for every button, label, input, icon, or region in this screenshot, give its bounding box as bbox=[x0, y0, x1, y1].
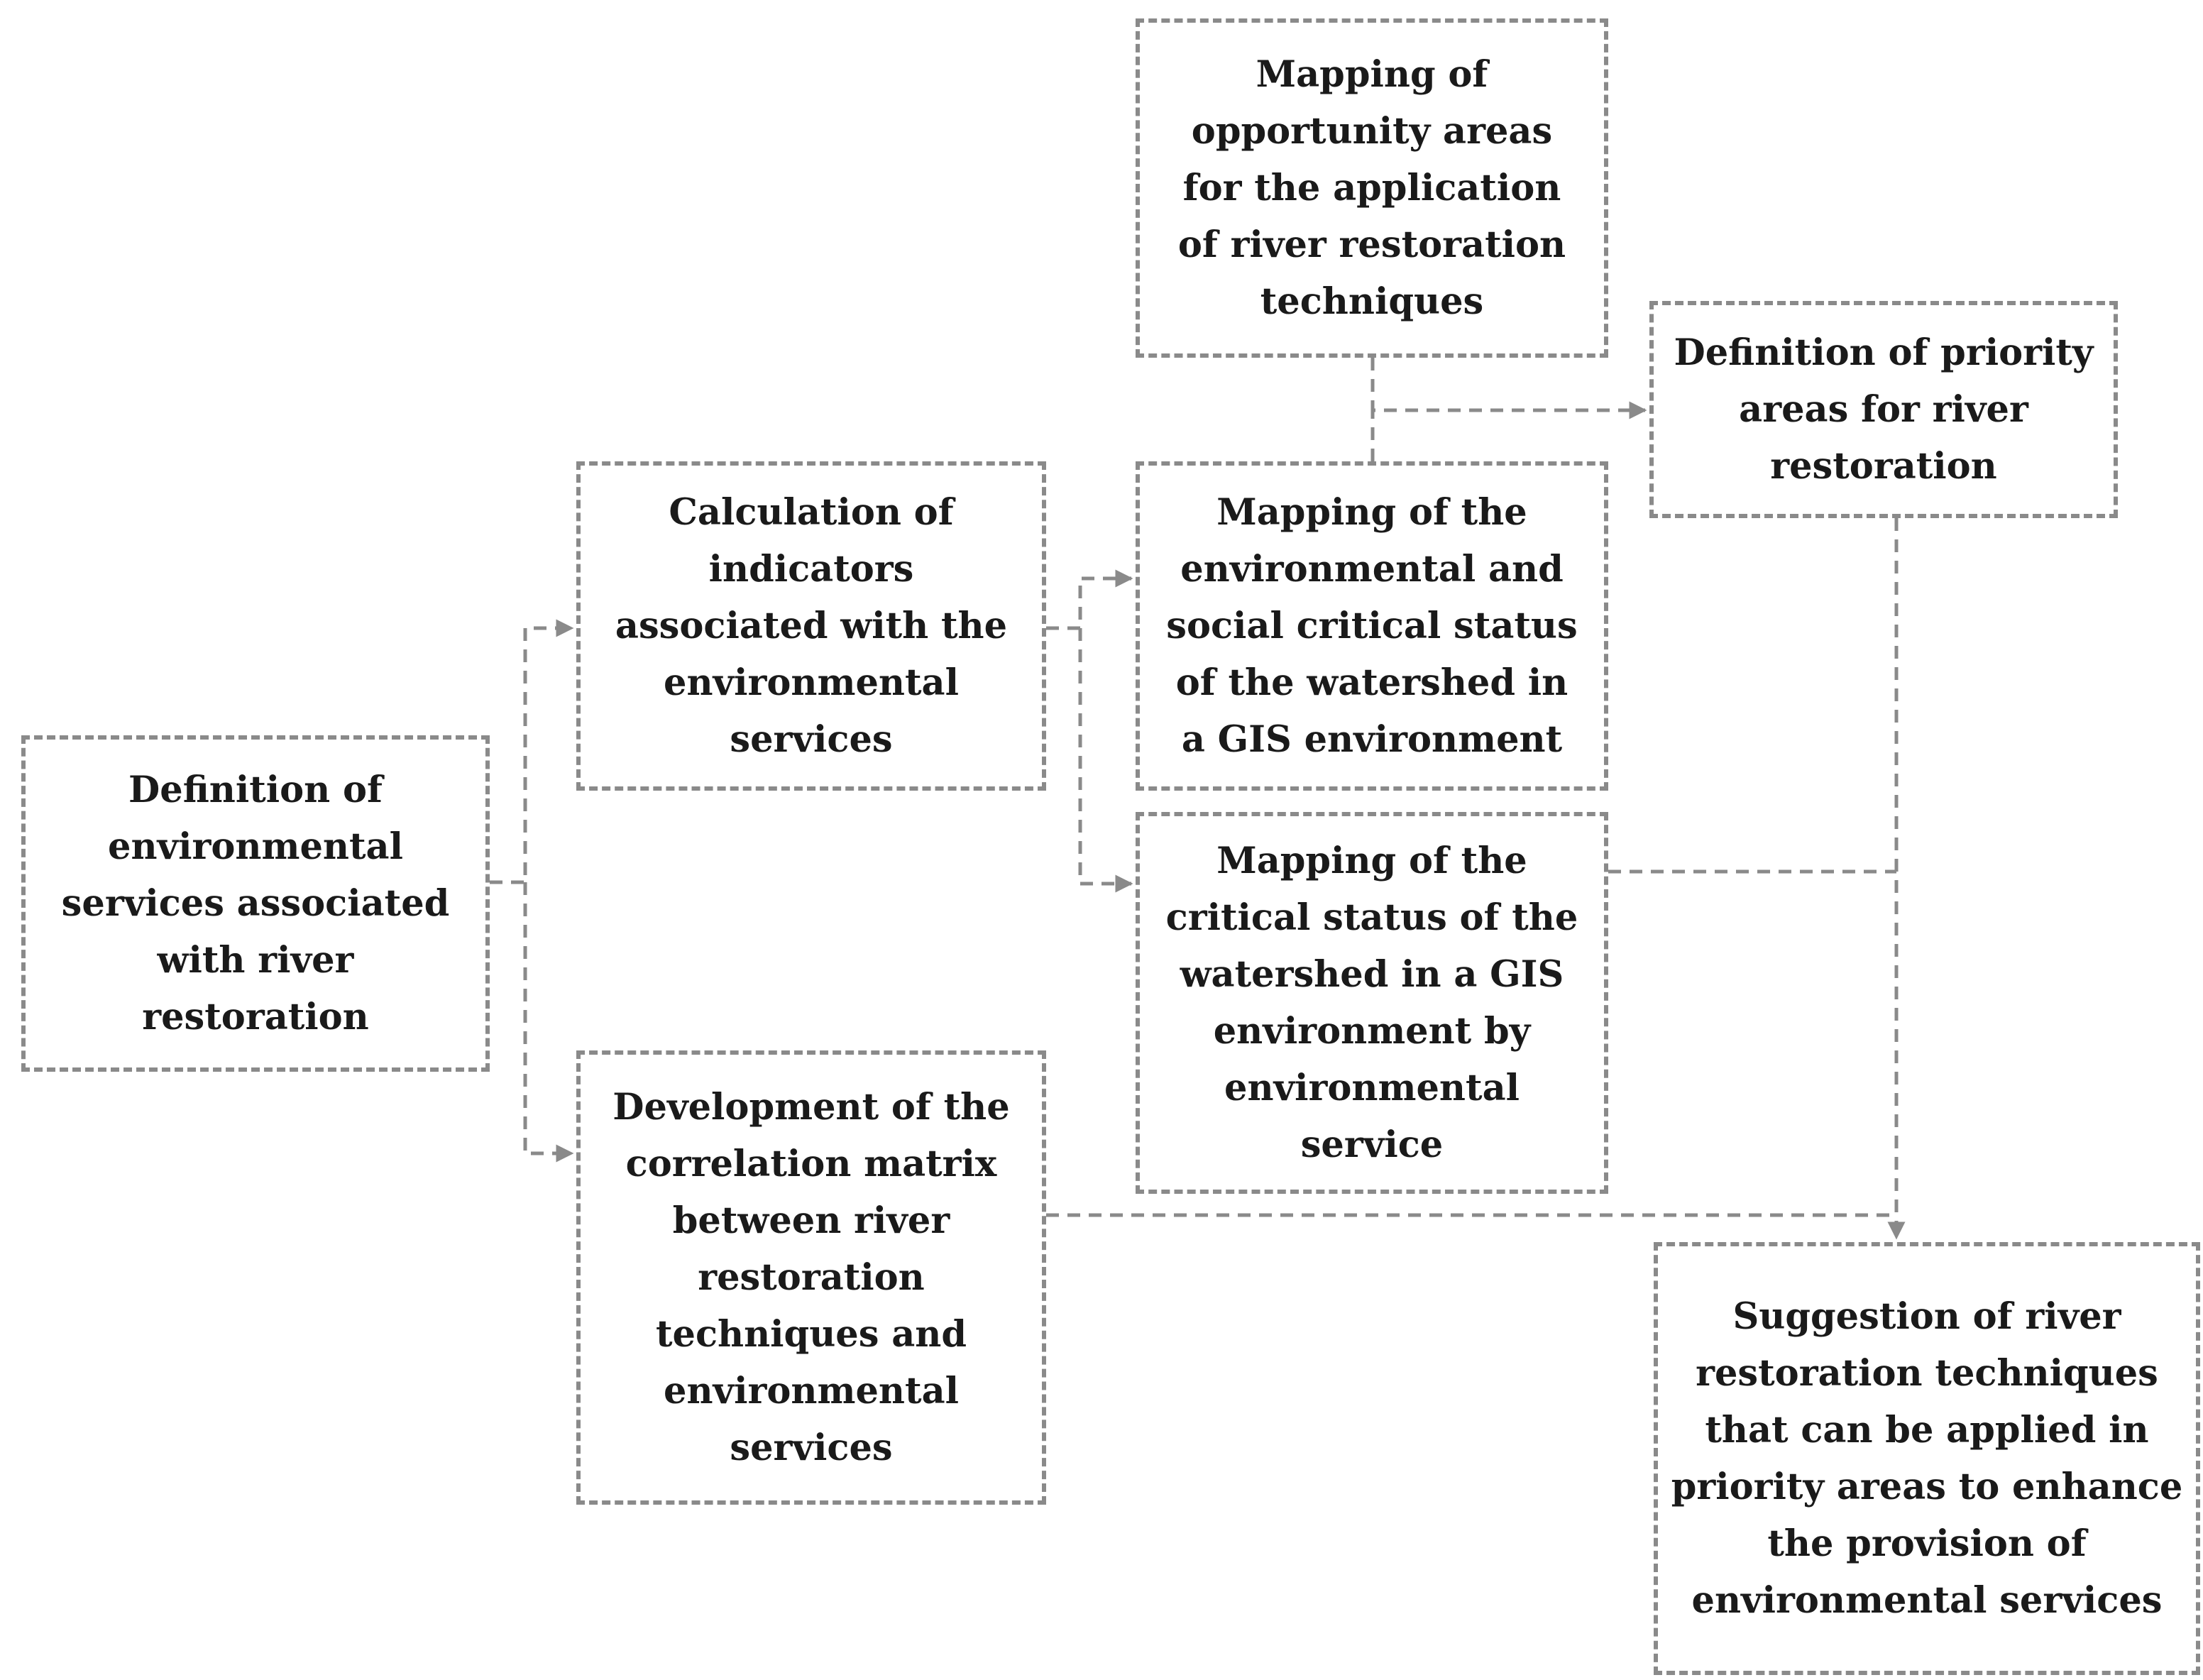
node-opportunity-mapping: Mapping of opportunity areas for the app… bbox=[1136, 18, 1608, 358]
node-indicators: Calculation of indicators associated wit… bbox=[576, 461, 1046, 791]
node-critical-by-service-label: Mapping of the critical status of the wa… bbox=[1165, 840, 1578, 1166]
node-correlation-matrix-label: Development of the correlation matrix be… bbox=[612, 1086, 1010, 1469]
node-technique-suggestion: Suggestion of river restoration techniqu… bbox=[1654, 1242, 2200, 1675]
node-es-definition-label: Definition of environmental services ass… bbox=[61, 769, 450, 1038]
node-priority-areas: Definition of priority areas for river r… bbox=[1649, 301, 2118, 518]
edge-indicators-to-env-social-mapping bbox=[1046, 569, 1133, 630]
node-indicators-label: Calculation of indicators associated wit… bbox=[615, 491, 1008, 761]
node-es-definition: Definition of environmental services ass… bbox=[21, 735, 490, 1072]
node-env-social-mapping-label: Mapping of the environmental and social … bbox=[1166, 491, 1578, 761]
edge-indicators-to-critical-by-service bbox=[1078, 628, 1133, 893]
node-opportunity-mapping-label: Mapping of opportunity areas for the app… bbox=[1177, 53, 1566, 323]
node-priority-areas-label: Definition of priority areas for river r… bbox=[1674, 331, 2094, 488]
node-critical-by-service: Mapping of the critical status of the wa… bbox=[1136, 812, 1608, 1194]
node-correlation-matrix: Development of the correlation matrix be… bbox=[576, 1050, 1046, 1505]
edge-es-definition-to-correlation-matrix bbox=[523, 882, 574, 1163]
node-env-social-mapping: Mapping of the environmental and social … bbox=[1136, 461, 1608, 791]
edge-es-definition-to-indicators bbox=[490, 619, 574, 884]
edge-opportunity-mapping-to-priority-areas bbox=[1370, 358, 1647, 419]
node-technique-suggestion-label: Suggestion of river restoration techniqu… bbox=[1671, 1295, 2183, 1622]
